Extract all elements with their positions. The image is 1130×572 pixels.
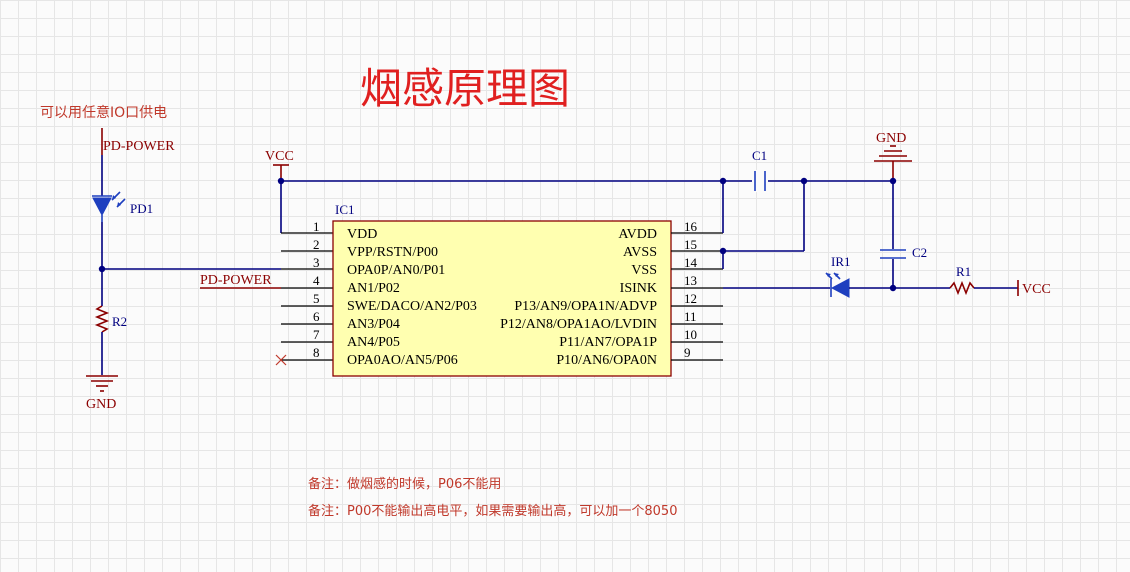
pd1-designator: PD1 — [130, 201, 153, 216]
ic-left-pin-lines — [281, 232, 333, 361]
net-label-gnd-left: GND — [86, 397, 116, 412]
pin-num: 11 — [684, 309, 697, 324]
pin-name: AN1/P02 — [347, 281, 400, 296]
pin-num: 5 — [313, 291, 320, 306]
pin-num: 2 — [313, 237, 320, 252]
pin-num: 14 — [684, 255, 698, 270]
pin-num: 3 — [313, 255, 320, 270]
ic1-body[interactable] — [332, 220, 672, 377]
resistor-r1[interactable] — [949, 280, 975, 296]
c1-gap — [752, 170, 768, 192]
pin-num: 10 — [684, 327, 697, 342]
pin-num: 1 — [313, 219, 320, 234]
pin-name: OPA0P/AN0/P01 — [347, 263, 445, 278]
pin-name: VPP/RSTN/P00 — [347, 245, 438, 260]
r1-designator: R1 — [956, 264, 971, 279]
ground-symbol-left — [86, 375, 118, 392]
c1-designator: C1 — [752, 148, 767, 163]
pin-num: 15 — [684, 237, 697, 252]
r2-designator: R2 — [112, 314, 127, 329]
pin-num: 12 — [684, 291, 697, 306]
pin-name: VDD — [347, 227, 377, 242]
note-line-1: 备注：做烟感的时候，P06不能用 — [308, 476, 501, 492]
pin-name: P13/AN9/OPA1N/ADVP — [514, 299, 657, 314]
note-line-2: 备注：P00不能输出高电平，如果需要输出高，可以加一个8050 — [308, 503, 677, 519]
resistor-r2[interactable] — [94, 305, 110, 333]
pin-name: AVDD — [618, 227, 657, 242]
ic-right-pin-lines — [671, 232, 723, 361]
ground-symbol-right — [874, 145, 912, 162]
capacitor-c2[interactable] — [880, 249, 906, 259]
pin-name: P10/AN6/OPA0N — [556, 353, 657, 368]
pin-num: 6 — [313, 309, 320, 324]
junction-avdd-vcc — [719, 177, 727, 185]
io-power-note: 可以用任意IO口供电 — [40, 104, 167, 121]
pin-name: P12/AN8/OPA1AO/LVDIN — [500, 317, 657, 332]
c2-designator: C2 — [912, 245, 927, 260]
pin-name: AN4/P05 — [347, 335, 400, 350]
photodiode-pd1[interactable] — [92, 191, 126, 222]
net-label-pd-power-top: PD-POWER — [103, 139, 175, 154]
ir1-designator: IR1 — [831, 254, 851, 269]
net-label-vcc-top: VCC — [265, 149, 294, 164]
page-title: 烟感原理图 — [360, 64, 570, 113]
net-label-pd-power-pin4: PD-POWER — [200, 273, 272, 288]
net-label-vcc-right: VCC — [1022, 282, 1051, 297]
pin-name: SWE/DACO/AN2/P03 — [347, 299, 477, 314]
pin-name: ISINK — [620, 281, 657, 296]
ir-led-ir1[interactable] — [825, 272, 850, 298]
pin-name: VSS — [631, 263, 657, 278]
pin-num: 8 — [313, 345, 320, 360]
pin-name: AN3/P04 — [347, 317, 400, 332]
pin-name: OPA0AO/AN5/P06 — [347, 353, 458, 368]
ic1-designator: IC1 — [335, 202, 355, 217]
pin-num: 16 — [684, 219, 698, 234]
no-connect-marker-pin8 — [275, 354, 287, 366]
pin-num: 9 — [684, 345, 691, 360]
pin-num: 7 — [313, 327, 320, 342]
pin-name: AVSS — [623, 245, 657, 260]
pin-num: 13 — [684, 273, 697, 288]
pin-name: P11/AN7/OPA1P — [559, 335, 657, 350]
net-label-gnd-right: GND — [876, 131, 906, 146]
pin-num: 4 — [313, 273, 320, 288]
capacitor-c1[interactable] — [754, 171, 766, 191]
